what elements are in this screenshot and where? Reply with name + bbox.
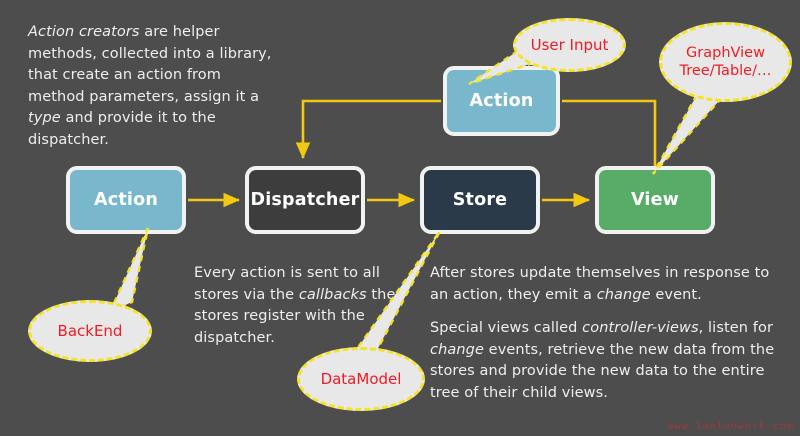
callout-graphview-text: GraphView Tree/Table/… bbox=[680, 44, 772, 80]
callout-user-input[interactable]: User Input bbox=[513, 18, 626, 72]
node-store-label: Store bbox=[452, 190, 508, 210]
node-store[interactable]: Store bbox=[420, 166, 540, 234]
paragraph-after-stores: After stores update themselves in respon… bbox=[430, 265, 775, 303]
callout-backend-label: BackEnd bbox=[57, 322, 123, 340]
arrow-action-top-to-dispatcher bbox=[295, 99, 441, 160]
watermark: www.lanlanwork.com bbox=[667, 421, 794, 432]
node-dispatcher-label: Dispatcher bbox=[250, 190, 360, 210]
callout-user-input-label: User Input bbox=[530, 36, 609, 54]
node-action-left-label: Action bbox=[94, 190, 158, 210]
callout-backend[interactable]: BackEnd bbox=[28, 300, 152, 362]
node-view-label: View bbox=[630, 190, 680, 210]
callout-datamodel[interactable]: DataModel bbox=[297, 347, 425, 411]
node-action-top[interactable]: Action bbox=[443, 66, 560, 136]
callout-graphview-line1: GraphView bbox=[686, 45, 765, 61]
node-action-left[interactable]: Action bbox=[66, 166, 186, 234]
node-dispatcher[interactable]: Dispatcher bbox=[245, 166, 365, 234]
callout-graphview[interactable]: GraphView Tree/Table/… bbox=[659, 22, 792, 102]
callout-graphview-line2: Tree/Table/… bbox=[679, 63, 772, 79]
callout-datamodel-label: DataModel bbox=[320, 370, 402, 388]
line-action-top-to-view bbox=[562, 99, 657, 166]
node-action-top-label: Action bbox=[469, 91, 534, 111]
node-view[interactable]: View bbox=[595, 166, 715, 234]
paragraph-special-views: Special views called controller-views, l… bbox=[430, 320, 779, 401]
paragraph-action-creators: Action creators are helper methods, coll… bbox=[28, 24, 277, 148]
